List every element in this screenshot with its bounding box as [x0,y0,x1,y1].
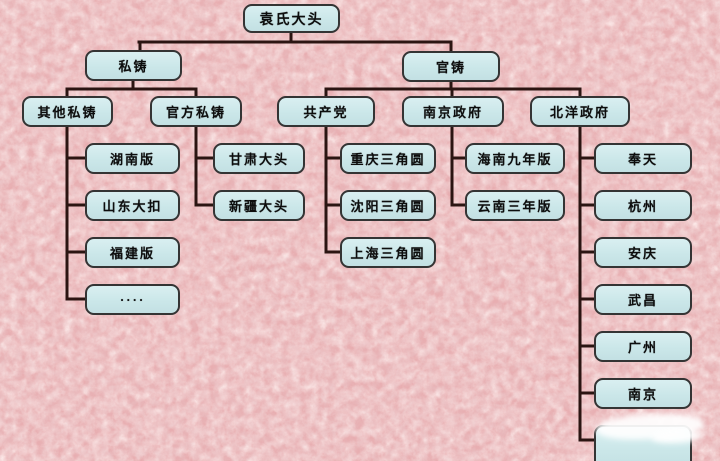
connector-col-communist [324,125,342,254]
node-nanjing-gov: 南京政府 [402,96,504,127]
leaf-fujian: 福建版 [85,237,180,268]
leaf-wuchang: 武昌 [594,284,692,315]
leaf-hangzhou: 杭州 [594,190,692,221]
leaf-anqing: 安庆 [594,237,692,268]
node-gov-private: 官方私铸 [150,96,242,127]
connector-root [137,31,453,53]
leaf-chongqing: 重庆三角圆 [340,143,436,174]
node-other-private: 其他私铸 [22,96,113,127]
leaf-nanjing: 南京 [594,378,692,409]
connector-private-branch [65,79,198,98]
node-communist-party: 共产党 [277,96,375,127]
leaf-yunnan: 云南三年版 [465,190,565,221]
leaf-hunan: 湖南版 [85,143,180,174]
connector-col-nanjing-gov [450,125,467,207]
leaf-gansu: 甘肃大头 [213,143,305,174]
connector-col-beiyang-gov [578,125,596,442]
node-official-mint: 官铸 [402,51,500,82]
node-root-yuan-dollar: 袁氏大头 [243,4,340,33]
leaf-shanghai: 上海三角圆 [340,237,436,268]
leaf-shenyang: 沈阳三角圆 [340,190,436,221]
connector-col-other-private [65,125,87,301]
connector-official-branch [324,80,582,98]
leaf-hainan: 海南九年版 [465,143,565,174]
leaf-fengtian: 奉天 [594,143,692,174]
leaf-guangzhou: 广州 [594,331,692,362]
leaf-ellipsis: ···· [85,284,180,315]
node-beiyang-gov: 北洋政府 [530,96,630,127]
leaf-shandong: 山东大扣 [85,190,180,221]
connector-col-gov-private [194,125,215,207]
leaf-xinjiang: 新疆大头 [213,190,305,221]
node-private-mint: 私铸 [85,50,182,81]
